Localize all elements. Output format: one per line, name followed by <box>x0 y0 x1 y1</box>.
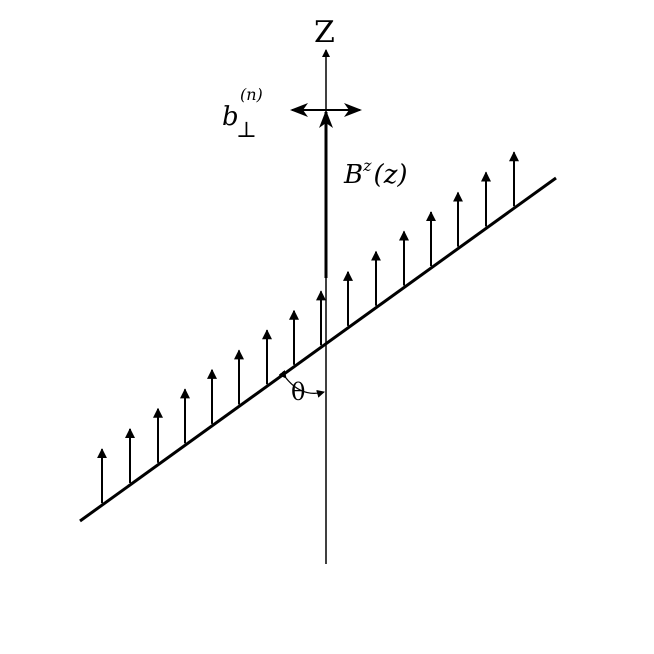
field-bz-label: Bz(z) <box>343 156 408 190</box>
spin-arrows <box>97 151 519 504</box>
transverse-field-superscript: (n) <box>240 85 263 104</box>
field-bz-argument: (z) <box>374 160 408 190</box>
angle-label: θ <box>291 378 305 406</box>
angle-arc <box>278 370 325 398</box>
field-bz-symbol: B <box>343 160 363 190</box>
field-bz-superscript: z <box>362 156 372 175</box>
transverse-field-subscript: ⊥ <box>236 118 257 143</box>
transverse-field-symbol: b <box>222 102 239 132</box>
tilted-line <box>79 176 557 523</box>
z-axis-label: Z <box>314 15 335 50</box>
